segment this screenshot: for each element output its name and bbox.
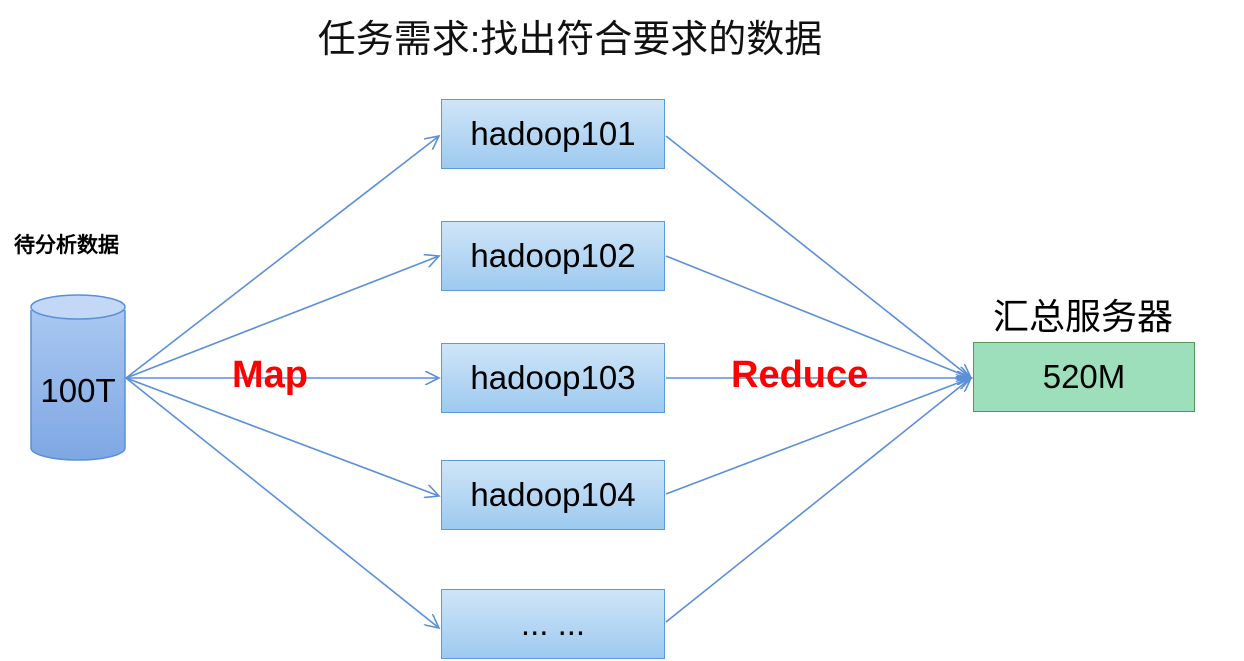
page-title: 任务需求:找出符合要求的数据	[317, 19, 823, 61]
reduce-arrow-1	[665, 135, 971, 378]
map-label: Map	[232, 354, 308, 396]
database-cylinder-icon	[30, 294, 126, 461]
source-size: 100T	[40, 372, 116, 409]
node-hadoop103: hadoop103	[441, 343, 665, 413]
node-hadoop101: hadoop101	[441, 99, 665, 169]
reduce-arrow-5	[665, 378, 971, 623]
source-label: 待分析数据	[14, 234, 119, 257]
node-hadoop104: hadoop104	[441, 460, 665, 530]
map-arrow-5	[125, 377, 439, 628]
map-arrow-1	[125, 136, 439, 379]
summary-server: 520M	[973, 342, 1195, 412]
server-label: 汇总服务器	[992, 296, 1173, 337]
reduce-label: Reduce	[731, 354, 869, 396]
map-arrow-4	[125, 377, 439, 496]
reduce-arrow-2	[665, 255, 971, 378]
map-arrow-2	[125, 256, 439, 379]
reduce-arrow-4	[665, 378, 971, 495]
node-hadoop102: hadoop102	[441, 221, 665, 291]
node-more: ... ...	[441, 589, 665, 659]
